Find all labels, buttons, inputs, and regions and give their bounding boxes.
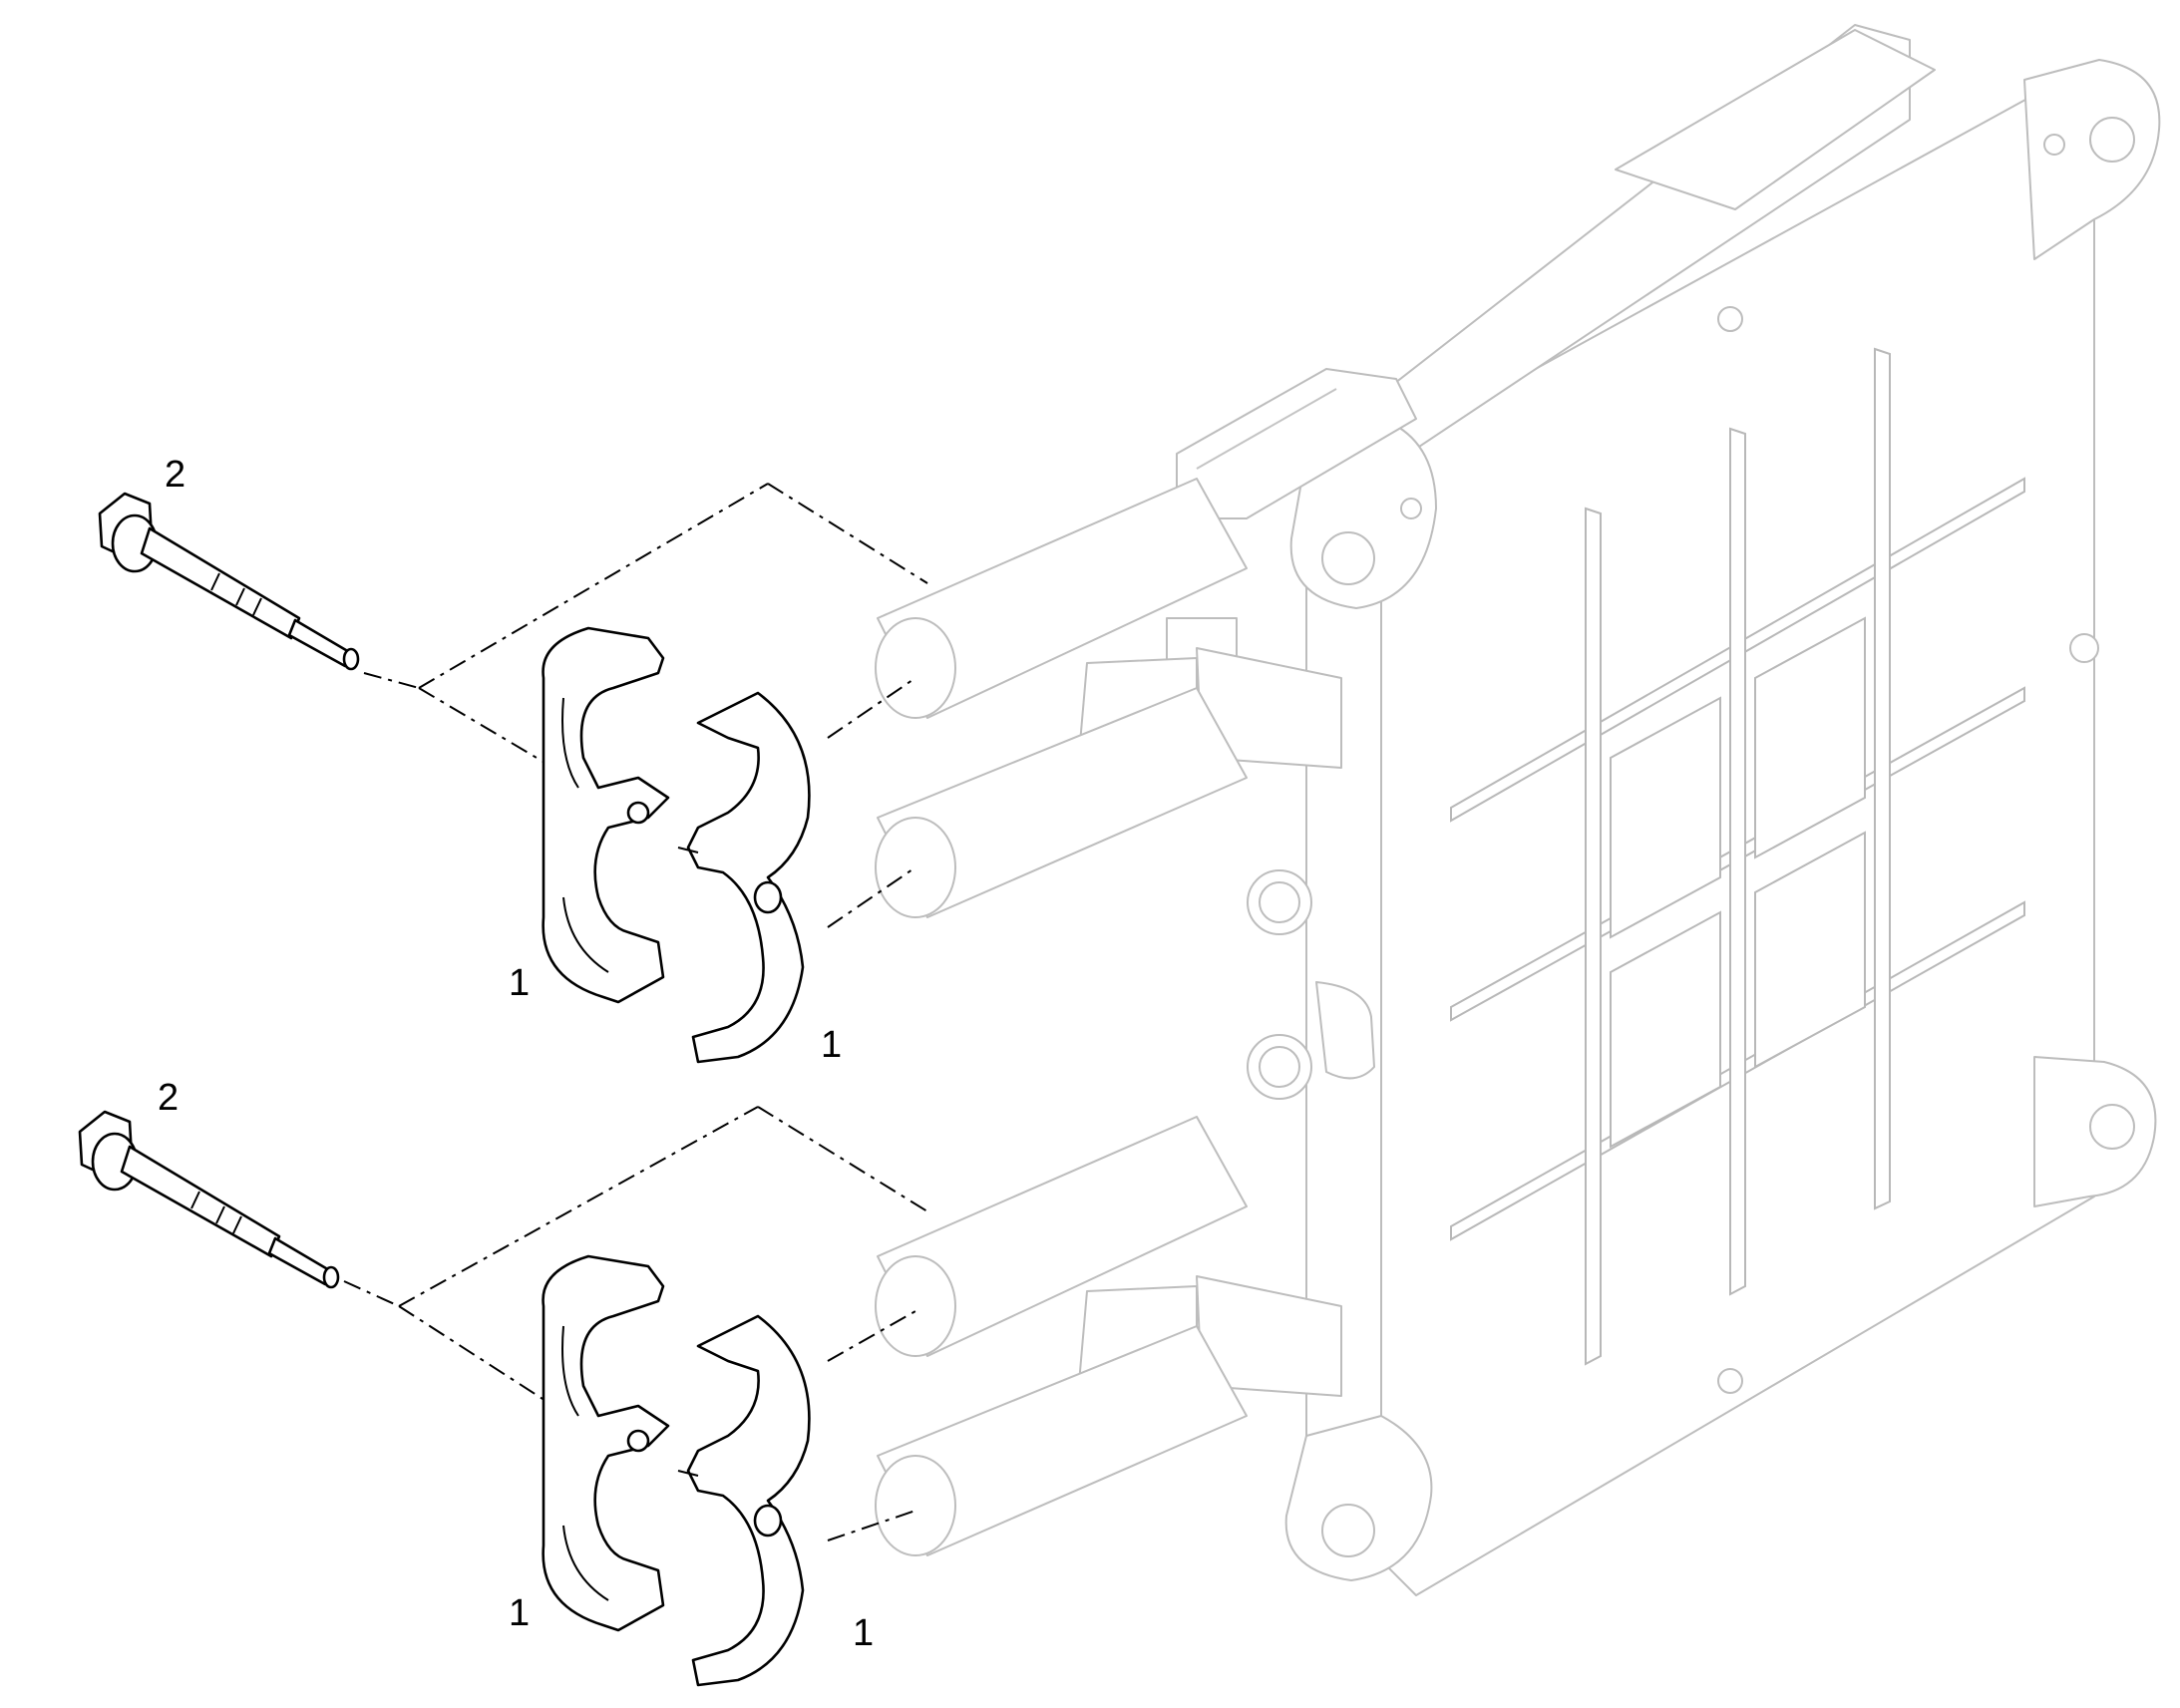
pipe-lower-2 (875, 1325, 1248, 1556)
pipe-upper-2 (875, 687, 1248, 918)
clamp-half-upper-right (677, 691, 811, 1064)
callout-bolt-lower: 2 (158, 1077, 179, 1119)
pipe-lower-1 (875, 1116, 1248, 1357)
callout-bolt-upper: 2 (165, 454, 185, 496)
callout-clamp-upper-right: 1 (821, 1024, 842, 1066)
clamp-half-lower-left (542, 1254, 670, 1632)
callout-clamp-upper-left: 1 (509, 962, 530, 1004)
clamp-half-lower-right (677, 1314, 811, 1687)
callout-clamp-lower-left: 1 (509, 1592, 530, 1634)
leader-lines (343, 483, 928, 1541)
callout-clamp-lower-right: 1 (853, 1612, 874, 1654)
bolt-upper (98, 492, 360, 671)
pipe-upper-1 (875, 478, 1248, 719)
bolt-lower (78, 1110, 340, 1289)
module-housing (875, 24, 2161, 1596)
clamp-half-upper-left (542, 626, 670, 1004)
